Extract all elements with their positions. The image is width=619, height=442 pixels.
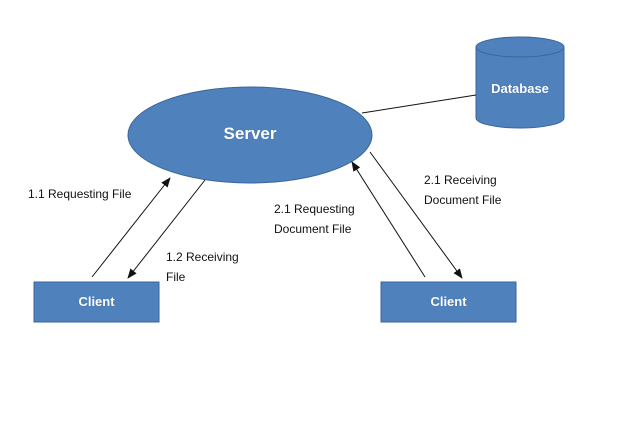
- database-node: [475, 36, 565, 129]
- client-right-label: Client: [430, 294, 467, 309]
- server-node: [127, 86, 373, 184]
- left-receive-label-line-1: 1.2 Receiving: [166, 250, 239, 264]
- right-request-label: 2.1 Requesting Document File: [274, 199, 355, 239]
- database-label: Database: [491, 81, 549, 96]
- client-right-node: [380, 281, 517, 323]
- left-receive-label-line-2: File: [166, 270, 186, 284]
- right-request-arrow: [351, 161, 426, 278]
- left-request-label: 1.1 Requesting File: [28, 184, 131, 204]
- server-label: Server: [223, 124, 277, 143]
- right-receive-label-line-1: 2.1 Receiving: [424, 173, 497, 187]
- client-left-node: [33, 281, 160, 323]
- right-receive-label-line-2: Document File: [424, 193, 502, 207]
- left-receive-label: 1.2 Receiving File: [166, 247, 239, 287]
- right-request-label-line-2: Document File: [274, 222, 352, 236]
- client-left-label: Client: [78, 294, 115, 309]
- left-request-label-line-1: 1.1 Requesting File: [28, 187, 132, 201]
- right-receive-label: 2.1 Receiving Document File: [424, 170, 501, 210]
- left-receive-arrow: [127, 179, 206, 279]
- right-receive-arrow: [369, 151, 463, 279]
- server-database-link: [361, 94, 477, 114]
- right-request-label-line-1: 2.1 Requesting: [274, 202, 355, 216]
- left-request-arrow: [91, 177, 171, 278]
